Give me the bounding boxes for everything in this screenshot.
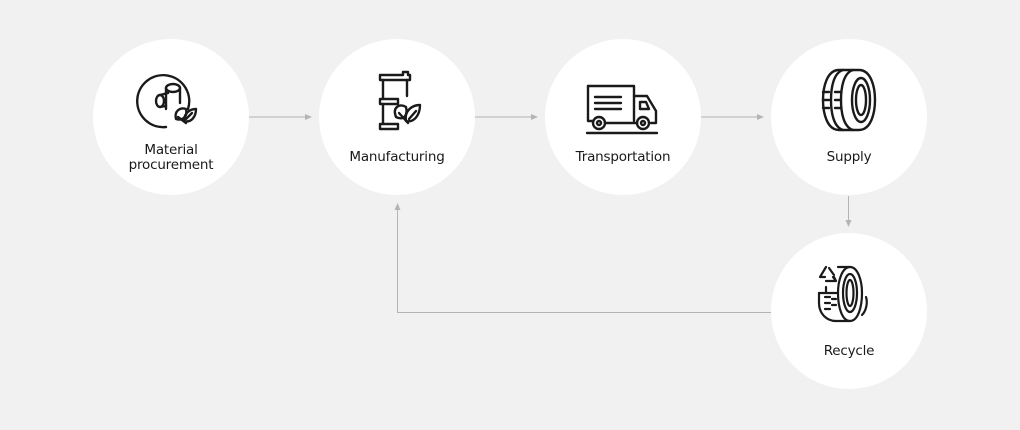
node-label-line2: procurement	[128, 157, 214, 173]
tire-icon	[821, 68, 877, 132]
node-supply: Supply	[771, 39, 927, 195]
node-label: Manufacturing	[349, 149, 445, 165]
node-label: Recycle	[823, 343, 875, 359]
node-manufacturing: Manufacturing	[319, 39, 475, 195]
node-recycle: Recycle	[771, 233, 927, 389]
barrel-leaf-icon	[378, 70, 422, 131]
recycle-tire-icon	[817, 265, 868, 323]
node-label: Supply	[826, 149, 872, 165]
material-roll-leaf-icon	[136, 73, 198, 129]
node-label: Transportation	[575, 149, 671, 165]
node-transportation: Transportation	[545, 39, 701, 195]
node-label-line1: Material	[144, 142, 198, 158]
node-material-procurement: Material procurement	[93, 39, 249, 195]
arrow-recycle-to-manufacturing	[394, 203, 771, 313]
truck-icon	[585, 84, 659, 135]
